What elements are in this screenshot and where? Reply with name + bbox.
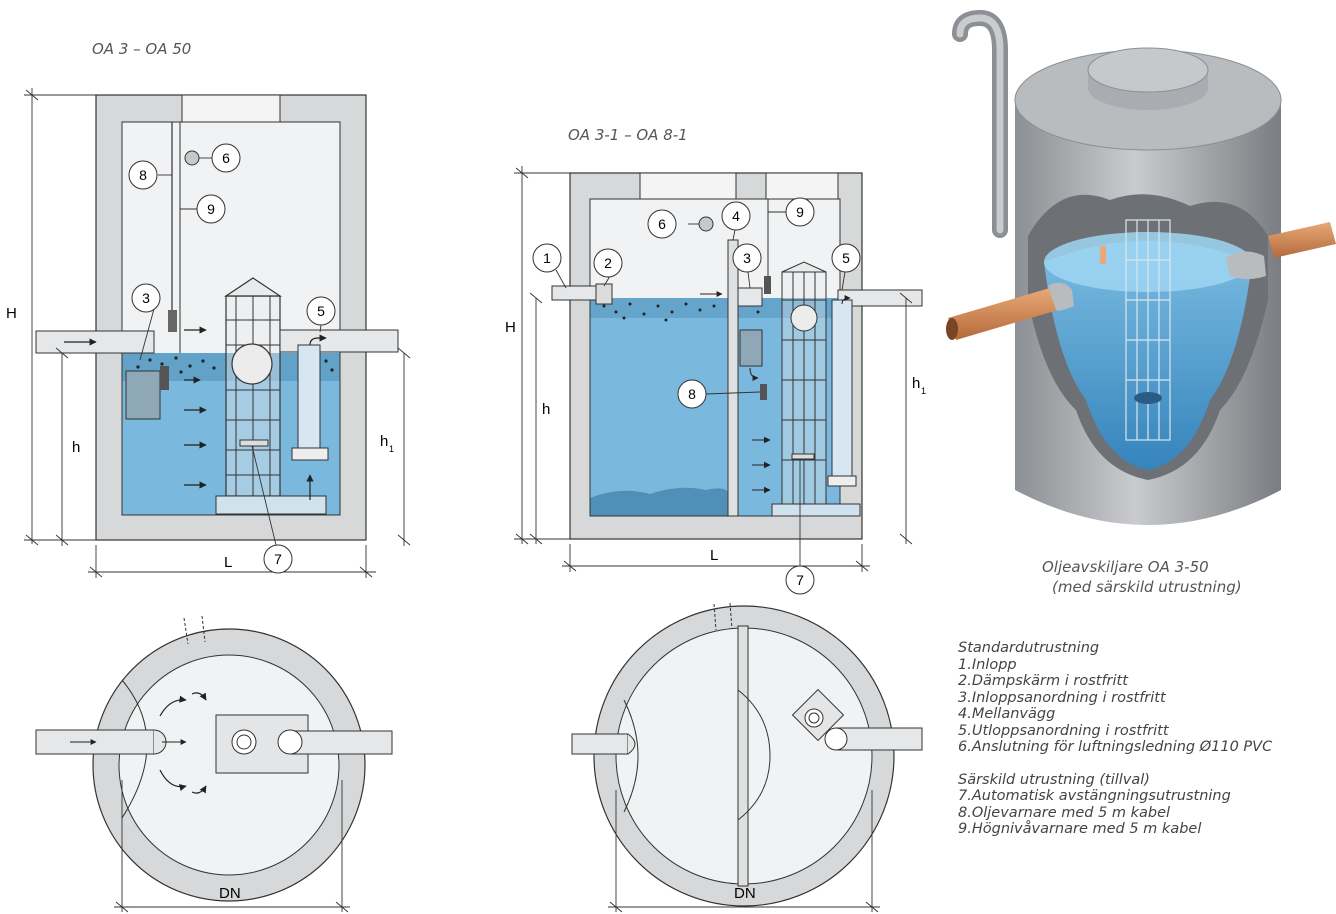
left-dim-h1-sub: 1 xyxy=(389,444,394,454)
middle-elevation xyxy=(514,166,923,572)
middle-lid-left xyxy=(639,172,737,200)
left-dim-DN: DN xyxy=(219,885,241,902)
left-dimension-lines xyxy=(24,88,411,578)
left-dim-H: H xyxy=(6,305,17,322)
svg-text:7: 7 xyxy=(796,572,804,588)
middle-callout-8: 8 xyxy=(677,379,707,409)
middle-dim-L: L xyxy=(710,547,718,564)
svg-text:8: 8 xyxy=(139,167,147,183)
middle-callout-7: 7 xyxy=(785,565,815,595)
svg-text:9: 9 xyxy=(796,204,804,220)
legend-item-8: 8.Oljevarnare med 5 m kabel xyxy=(958,804,1171,821)
left-callout-3: 3 xyxy=(131,283,161,313)
middle-plan-view xyxy=(571,602,923,913)
left-manhole-lid xyxy=(181,94,281,123)
svg-text:2: 2 xyxy=(604,255,612,271)
middle-callout-6: 6 xyxy=(647,209,677,239)
middle-damper xyxy=(595,283,613,305)
middle-dimension-lines xyxy=(514,166,913,572)
middle-callout-3: 3 xyxy=(732,243,762,273)
svg-text:8: 8 xyxy=(688,386,696,402)
middle-dim-h1-sub: 1 xyxy=(921,386,926,396)
middle-dim-DN: DN xyxy=(734,885,756,902)
left-plan-view xyxy=(35,615,393,913)
left-dim-h: h xyxy=(72,439,80,456)
middle-callout-1: 1 xyxy=(532,243,562,273)
left-section-title: OA 3 – OA 50 xyxy=(92,40,192,58)
svg-text:1: 1 xyxy=(543,250,551,266)
legend-item-2: 2.Dämpskärm i rostfritt xyxy=(958,673,1128,689)
middle-dim-H: H xyxy=(505,319,516,336)
svg-text:6: 6 xyxy=(658,216,666,232)
middle-section-title: OA 3-1 – OA 8-1 xyxy=(568,126,688,144)
middle-sludge xyxy=(590,487,728,516)
left-callout-6: 6 xyxy=(211,143,241,173)
legend-item-7: 7.Automatisk avstängningsutrustning xyxy=(958,788,1231,804)
svg-text:6: 6 xyxy=(222,150,230,166)
legend-standard-title: Standardutrustning xyxy=(958,640,1100,656)
middle-dim-h: h xyxy=(542,401,550,418)
middle-baffle-wall xyxy=(727,239,739,517)
product-caption-line1: Oljeavskiljare OA 3-50 xyxy=(1042,558,1209,576)
svg-text:5: 5 xyxy=(317,303,325,319)
left-flow-arrows xyxy=(184,326,207,489)
left-outlet-device xyxy=(297,344,321,458)
legend-item-9: 9.Högnivåvarnare med 5 m kabel xyxy=(958,821,1202,837)
left-oil-sensor xyxy=(160,366,169,390)
svg-text:4: 4 xyxy=(732,208,740,224)
middle-oil-sensor xyxy=(760,384,767,400)
left-callout-7: 7 xyxy=(263,544,293,574)
left-dim-h1: h xyxy=(380,433,388,450)
legend-special-title: Särskild utrustning (tillval) xyxy=(958,771,1150,788)
svg-text:9: 9 xyxy=(207,201,215,217)
left-inner-outline xyxy=(121,121,341,516)
legend-item-6: 6.Anslutning för luftningsledning Ø110 P… xyxy=(958,739,1273,755)
middle-callout-4: 4 xyxy=(721,201,751,231)
left-dim-L: L xyxy=(224,554,232,571)
left-closure-cage xyxy=(224,277,282,497)
equipment-legend: Standardutrustning 1.Inlopp 2.Dämpskärm … xyxy=(958,640,1272,838)
middle-callout-5: 5 xyxy=(831,243,861,273)
legend-item-4: 4.Mellanvägg xyxy=(958,706,1056,722)
legend-item-5: 5.Utloppsanordning i rostfritt xyxy=(958,722,1169,739)
left-oil-dots xyxy=(136,356,334,374)
middle-callout-2: 2 xyxy=(593,248,623,278)
svg-text:7: 7 xyxy=(274,551,282,567)
left-callout-5: 5 xyxy=(306,296,336,326)
product-caption-line2: (med särskild utrustning) xyxy=(1052,578,1242,596)
left-callout-9: 9 xyxy=(196,194,226,224)
left-base-plate xyxy=(215,495,327,515)
legend-item-1: 1.Inlopp xyxy=(958,656,1017,673)
middle-lid-right xyxy=(765,172,839,200)
svg-text:3: 3 xyxy=(142,290,150,306)
middle-closure-cage xyxy=(781,261,827,505)
legend-item-3: 3.Inloppsanordning i rostfritt xyxy=(958,689,1166,706)
left-inlet-device xyxy=(125,370,161,420)
left-callout-8: 8 xyxy=(128,160,158,190)
product-illustration xyxy=(946,9,1336,525)
left-level-sensor xyxy=(168,310,177,332)
svg-text:5: 5 xyxy=(842,250,850,266)
svg-text:3: 3 xyxy=(743,250,751,266)
middle-oil-dots xyxy=(602,302,760,322)
middle-dim-h1: h xyxy=(912,375,920,392)
middle-flow-arrows xyxy=(752,436,771,494)
middle-callout-9: 9 xyxy=(785,197,815,227)
